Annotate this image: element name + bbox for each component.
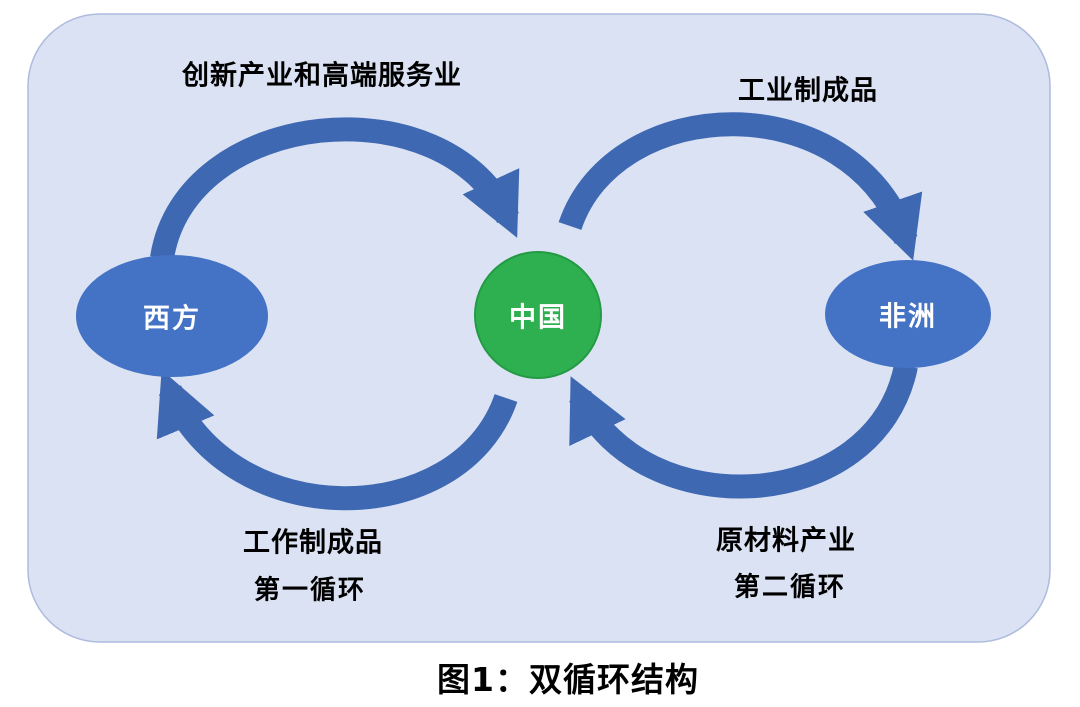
node-china-shape — [474, 251, 602, 379]
label-work-manufactured-goods: 工作制成品 — [243, 527, 383, 559]
label-first-cycle: 第一循环 — [253, 575, 367, 606]
node-west-label: 西方 — [143, 303, 201, 335]
figure-caption: 图1：双循环结构 — [437, 660, 699, 699]
label-second-cycle: 第二循环 — [733, 572, 847, 603]
node-china-label: 中国 — [509, 302, 567, 334]
node-africa-label: 非洲 — [879, 301, 937, 333]
label-industrial-goods: 工业制成品 — [738, 75, 878, 107]
node-africa-shape — [825, 260, 991, 368]
node-west-shape — [76, 255, 268, 377]
label-innovation-industries: 创新产业和高端服务业 — [182, 60, 462, 92]
label-raw-materials: 原材料产业 — [716, 525, 856, 557]
arrow-africa-to-china-bottom — [569, 363, 918, 499]
arrow-west-to-china-top — [150, 117, 520, 261]
arrow-china-to-west-bottom — [156, 369, 518, 511]
arrow-china-to-africa-top — [558, 112, 923, 261]
